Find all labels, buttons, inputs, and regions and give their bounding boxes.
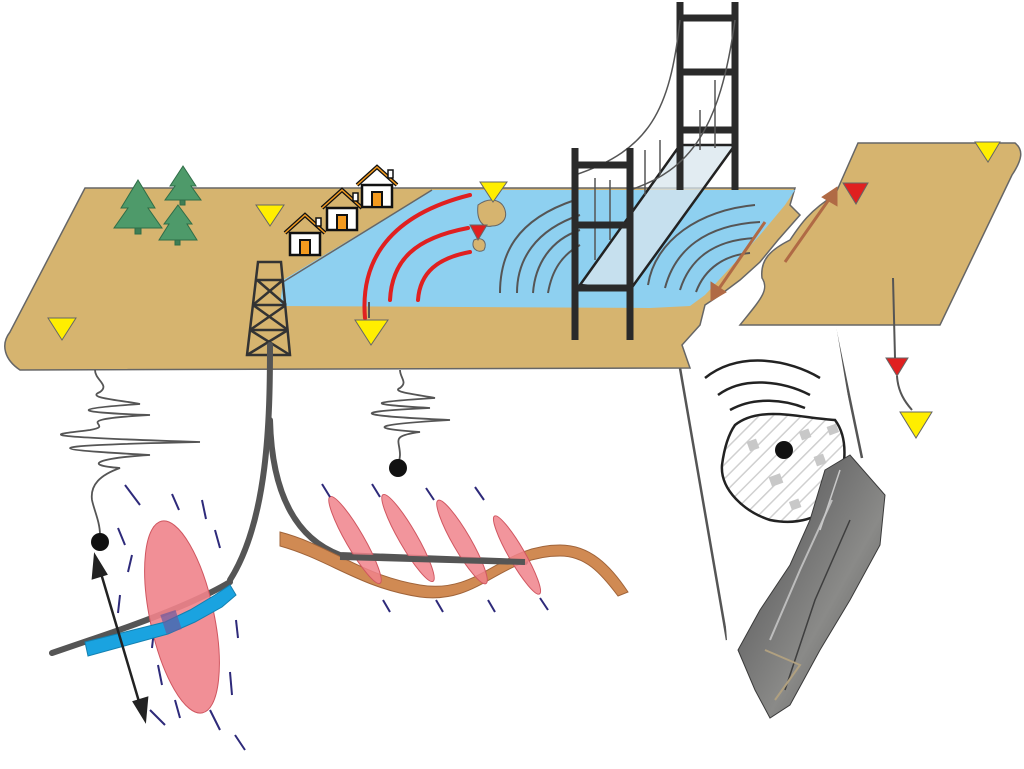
ground-surface-right — [738, 142, 1022, 326]
displacement-arrow — [91, 552, 149, 724]
station-arrows — [368, 277, 913, 411]
fault-zone-zoom — [678, 325, 864, 641]
house-icon — [283, 164, 399, 257]
fault-rock-photo-icon — [737, 454, 886, 719]
suspension-bridge-icon — [571, 2, 739, 340]
drilling-rig-icon — [245, 260, 292, 357]
packer — [160, 610, 182, 634]
felt-seismic-waves — [362, 193, 472, 320]
fault-slip-arrows — [710, 186, 838, 302]
hydraulic-fractures — [321, 483, 549, 613]
pine-tree-icon — [113, 165, 202, 246]
island — [472, 199, 507, 252]
reservoir-layer — [279, 531, 629, 599]
seismograph-triangle-icon — [47, 141, 1001, 439]
well-casing — [84, 584, 237, 657]
wellbore — [49, 342, 528, 656]
fault-hypocenter — [775, 441, 793, 459]
seismogram-traces — [60, 369, 451, 536]
seismometer-dots — [91, 459, 407, 551]
